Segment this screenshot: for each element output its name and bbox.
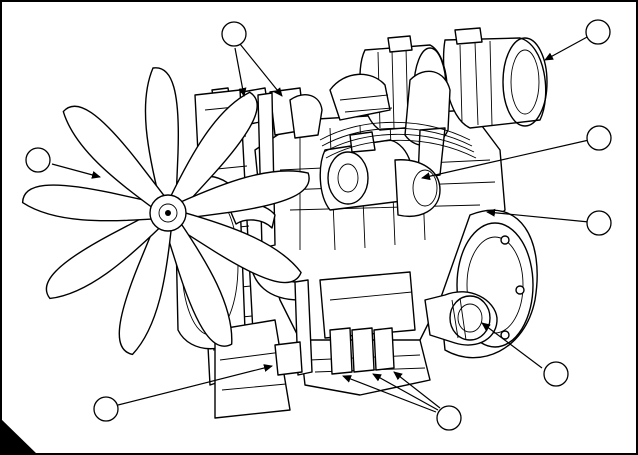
engine-mount [214,319,303,419]
callout-8 [436,405,462,431]
callout-3 [25,147,51,173]
starter-motor [424,291,498,346]
callouts [25,19,612,431]
oil-filters [319,271,416,375]
callout-2 [585,19,611,45]
corner-tab [0,418,38,455]
callout-7 [93,396,119,422]
cooling-fan [21,67,310,356]
leader-lines [51,35,590,413]
fuel-lines [319,121,477,159]
callout-5 [586,210,612,236]
callout-1 [221,21,247,47]
callout-4 [586,125,612,151]
callout-6 [543,361,569,387]
